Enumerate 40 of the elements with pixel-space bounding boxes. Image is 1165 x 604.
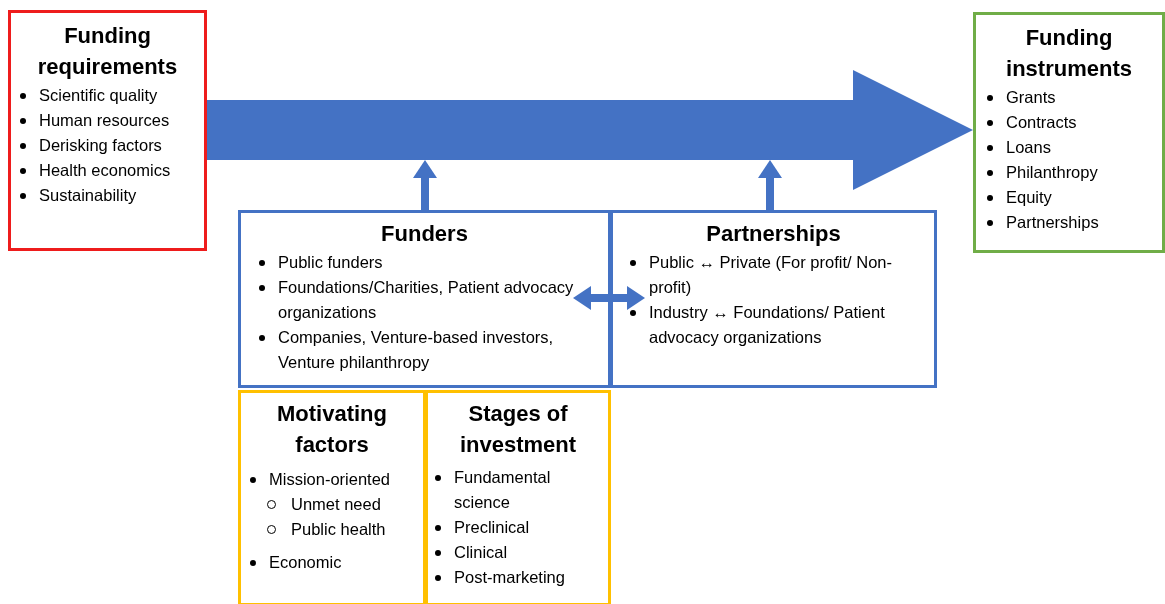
list-item: Public funders [278, 252, 383, 271]
list-item: Foundations/Charities, Patient advocacy organizations [278, 277, 574, 321]
list-item: Unmet need [291, 494, 381, 513]
list-item: Companies, Venture-based investors, Venture philanthropy [278, 327, 554, 371]
list-item: Mission-oriented [269, 469, 391, 488]
box-heading: Funding instruments [1005, 24, 1133, 83]
list-item: Economic [269, 552, 342, 571]
text-box [425, 390, 611, 604]
list-item: Post-marketing [454, 567, 565, 586]
list-item: Human resources [39, 110, 170, 129]
arrow [413, 160, 437, 210]
text-box [238, 210, 611, 388]
list-item: Philanthropy [1006, 162, 1098, 181]
list-item: Health economics [39, 160, 171, 179]
list-item: Partnerships [1006, 212, 1099, 231]
box-heading: Stages of investment [458, 400, 578, 459]
list-item: Preclinical [454, 517, 530, 536]
list-item: Clinical [454, 542, 508, 561]
text-box [610, 210, 937, 388]
block-arrow [207, 70, 973, 190]
box-heading: Partnerships [705, 220, 842, 248]
double-arrow [573, 286, 645, 310]
text-box [238, 390, 426, 604]
list-item: Contracts [1006, 112, 1077, 131]
arrow [758, 160, 782, 210]
list-item: Industry ↔ Foundations/ Patient advocacy organizations [649, 302, 885, 346]
text-box [973, 12, 1165, 253]
box-heading: Motivating factors [276, 400, 388, 459]
list-item: Sustainability [39, 185, 137, 204]
list-item: Equity [1006, 187, 1052, 206]
text-box [8, 10, 207, 251]
list-item: Public health [291, 519, 386, 538]
list-item: Fundamental science [454, 467, 551, 511]
box-heading: Funders [380, 220, 469, 248]
list-item: Public ↔ Private (For profit/ Non-profit) [649, 252, 892, 296]
list-item: Derisking factors [39, 135, 162, 154]
box-heading: Funding requirements [36, 22, 179, 81]
list-item: Grants [1006, 87, 1056, 106]
list-item: Loans [1006, 137, 1051, 156]
list-item: Scientific quality [39, 85, 158, 104]
